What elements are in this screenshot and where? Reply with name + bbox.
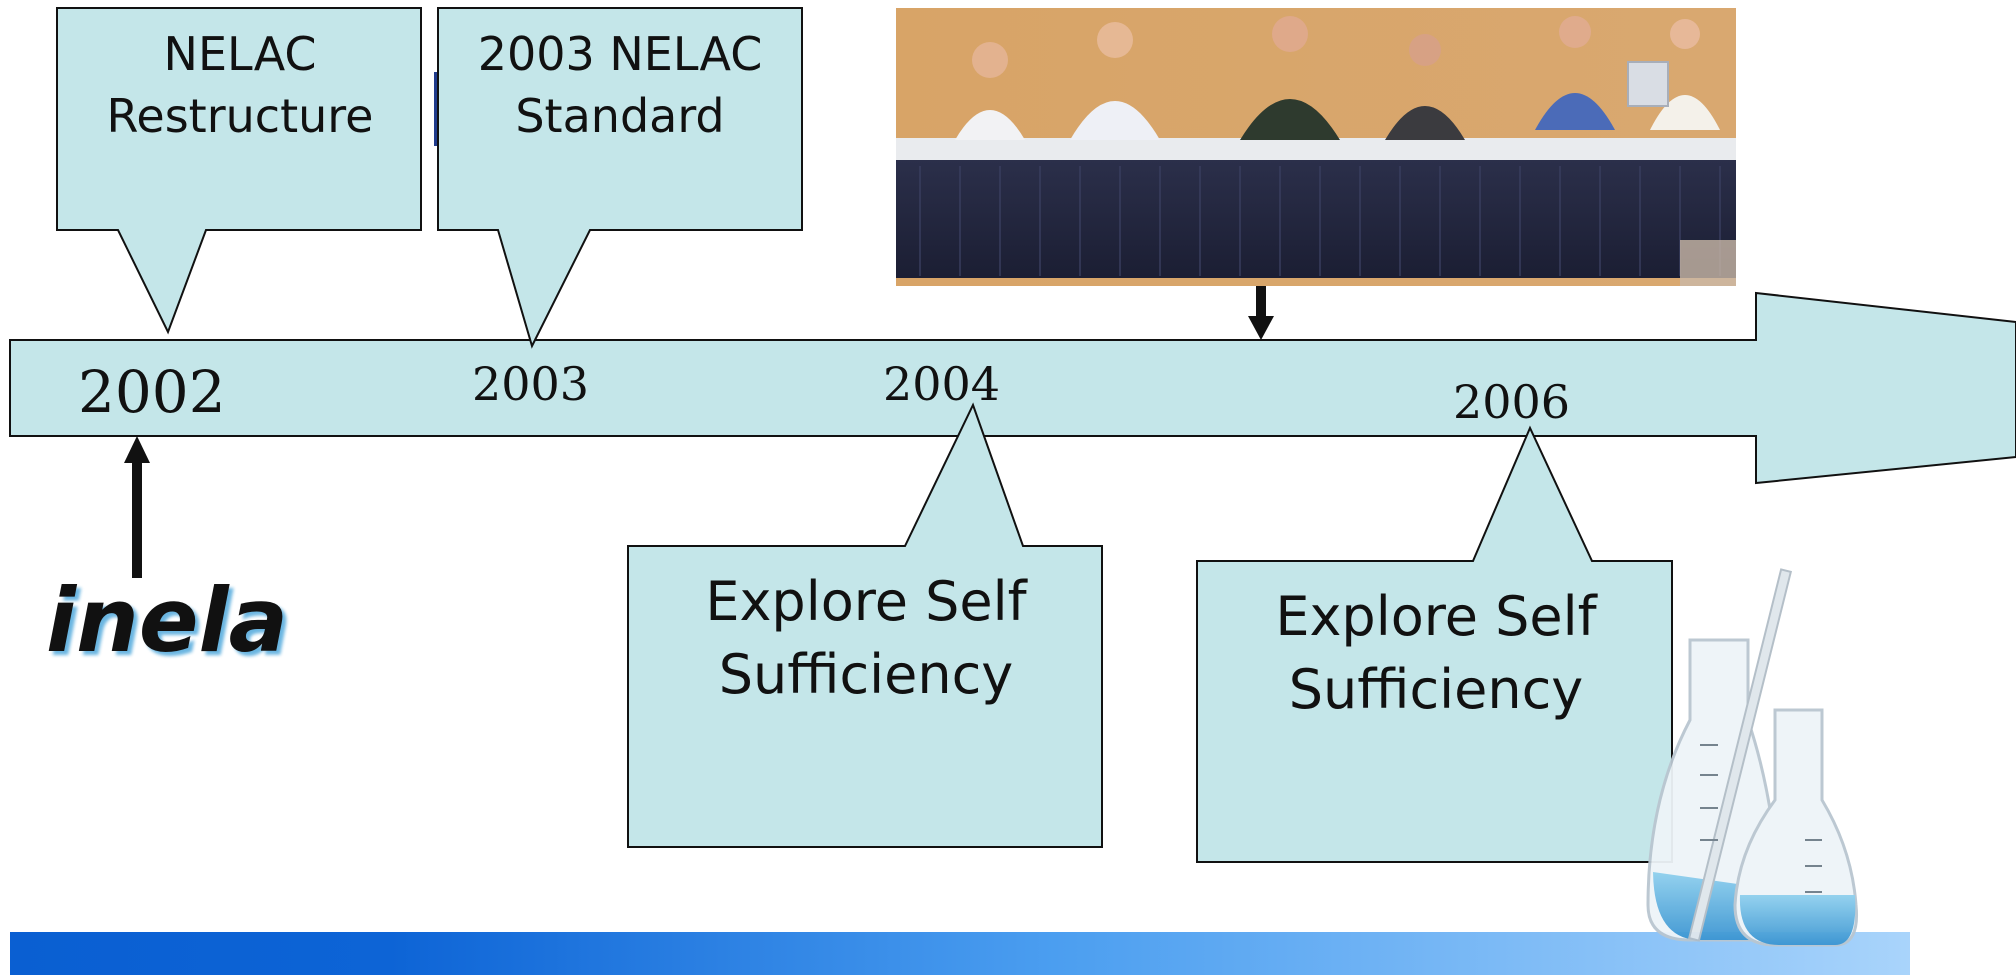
callout-nelac-restructure: [56, 7, 422, 335]
callout-nelac-standard-line2: Standard: [515, 89, 724, 143]
logo-pointer-stem: [132, 460, 142, 578]
callout-nelac-restructure-line2: Restructure: [107, 89, 374, 143]
year-label-2004: 2004: [883, 357, 1000, 411]
year-label-2006: 2006: [1453, 375, 1570, 429]
lab-flasks: [1646, 568, 1859, 947]
callout-explore-2006: [1196, 425, 1673, 863]
callout-explore-2006-line1: Explore Self: [1275, 585, 1598, 648]
callout-explore-2004-line2: Sufficiency: [719, 643, 1014, 706]
callout-accent-mark: [434, 72, 439, 146]
svg-text:inela: inela: [50, 573, 292, 676]
photo-pointer-stem: [1256, 286, 1266, 320]
year-label-2002: 2002: [78, 358, 226, 426]
callout-explore-2004: [627, 402, 1103, 848]
photo-pointer-head: [1248, 316, 1274, 340]
year-label-2003: 2003: [472, 357, 589, 411]
callout-nelac-standard-line1: 2003 NELAC: [478, 27, 763, 81]
callout-explore-2006-line2: Sufficiency: [1289, 658, 1584, 721]
footer-bar: [10, 932, 1910, 975]
callout-nelac-restructure-line1: NELAC: [164, 27, 317, 81]
meeting-photo: [896, 8, 1736, 286]
inela-logo: inela inela: [46, 569, 292, 676]
callout-nelac-standard: [437, 7, 803, 349]
timeline-arrow: [9, 291, 2016, 485]
callout-explore-2004-line1: Explore Self: [705, 570, 1028, 633]
svg-text:inela: inela: [46, 569, 288, 672]
logo-pointer-head: [124, 436, 150, 463]
